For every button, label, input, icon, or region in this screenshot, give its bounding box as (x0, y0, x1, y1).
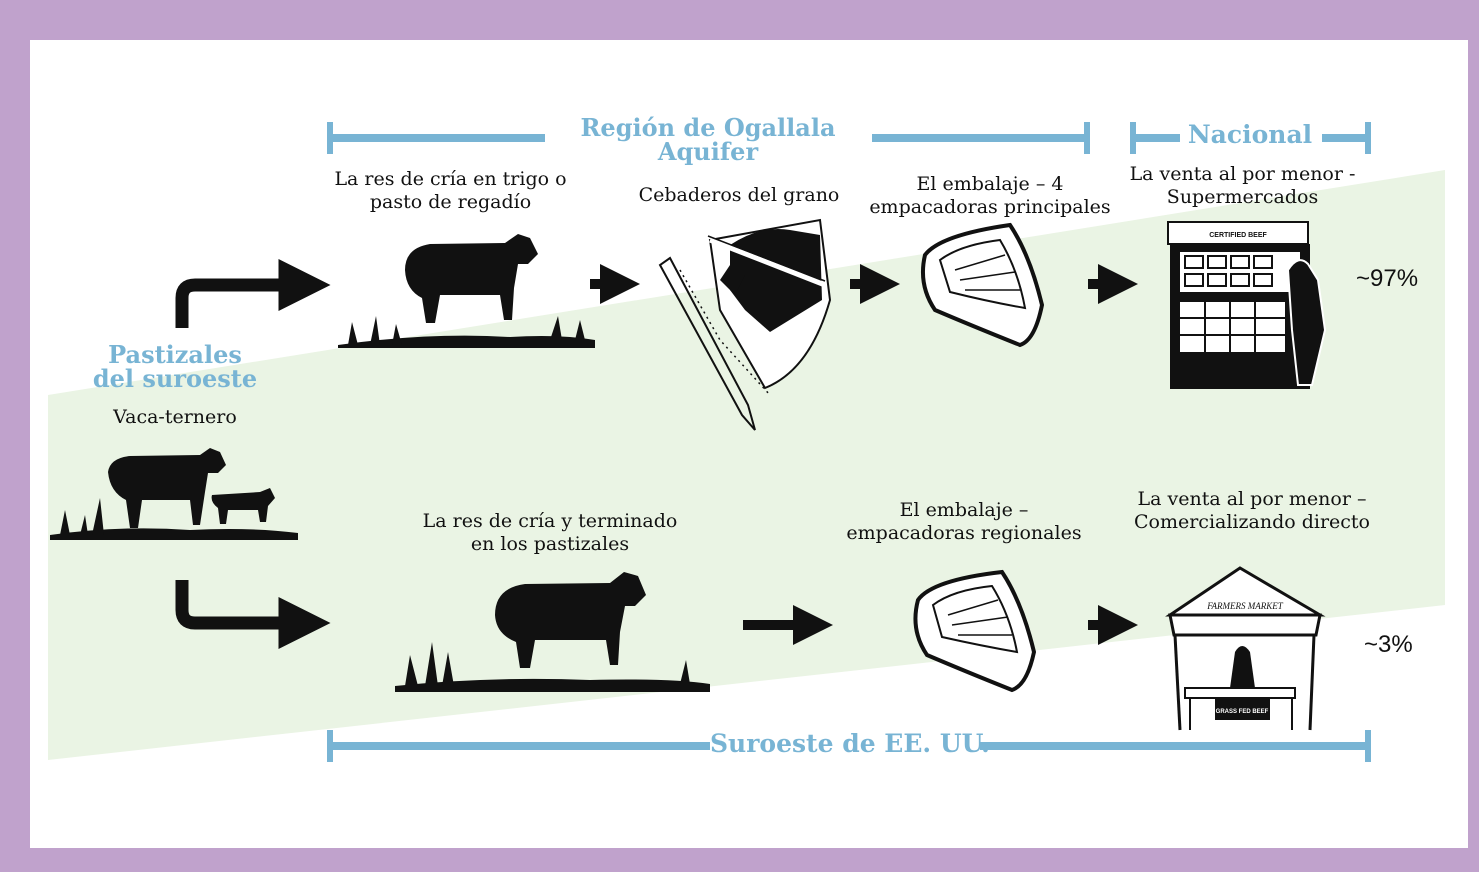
meat-cut-icon-bottom (913, 569, 1037, 693)
tent-sign: FARMERS MARKET (1206, 601, 1284, 611)
suroeste-eeuu-bracket (327, 730, 1371, 762)
nacional-bracket (1130, 122, 1371, 154)
store-sign: CERTIFIED BEEF (1209, 232, 1267, 239)
supply-band (48, 170, 1445, 760)
bottom-step3-label: El embalaje – empacadoras regionales (846, 499, 1082, 544)
region-suroeste-eeuu: Suroeste de EE. UU. (710, 729, 990, 758)
top-step4-label: La venta al por menor - Supermercados (1129, 163, 1356, 208)
ogallala-bracket (327, 122, 1090, 154)
diagram-panel: CERTIFIED BEEF FARMERS MARKET GRASS (30, 40, 1468, 848)
elbow-arrow-down (175, 580, 331, 649)
feedlot-icon (658, 218, 832, 431)
flow-arrows (590, 264, 1138, 645)
farmers-market-icon: FARMERS MARKET GRASS FED BEEF (1165, 566, 1326, 731)
elbow-arrow-up (175, 259, 331, 328)
region-ogallala: Región de Ogallala Aquifer (580, 113, 836, 166)
top-step1-label: La res de cría en trigo o pasto de regad… (334, 168, 567, 213)
grazing-cow-icon (338, 234, 595, 348)
diagram-canvas: CERTIFIED BEEF FARMERS MARKET GRASS (48, 122, 1445, 762)
bottom-share: ~3% (1364, 631, 1413, 658)
grass-finished-cow-icon (395, 572, 710, 692)
start-label: Vaca-ternero (113, 406, 237, 428)
table-sign: GRASS FED BEEF (1216, 709, 1269, 715)
region-pastizales: Pastizales del suroeste (92, 340, 258, 393)
region-nacional: Nacional (1187, 120, 1313, 149)
supermarket-icon: CERTIFIED BEEF (1167, 221, 1327, 389)
top-share: ~97% (1356, 265, 1419, 292)
top-step2-label: Cebaderos del grano (638, 184, 840, 206)
bottom-step1-label: La res de cría y terminado en los pastiz… (422, 510, 678, 555)
meat-cut-icon-top (921, 222, 1045, 348)
top-step3-label: El embalaje – 4 empacadoras principales (869, 173, 1111, 218)
bottom-step4-label: La venta al por menor – Comercializando … (1133, 488, 1370, 533)
cow-calf-icon (50, 448, 298, 540)
